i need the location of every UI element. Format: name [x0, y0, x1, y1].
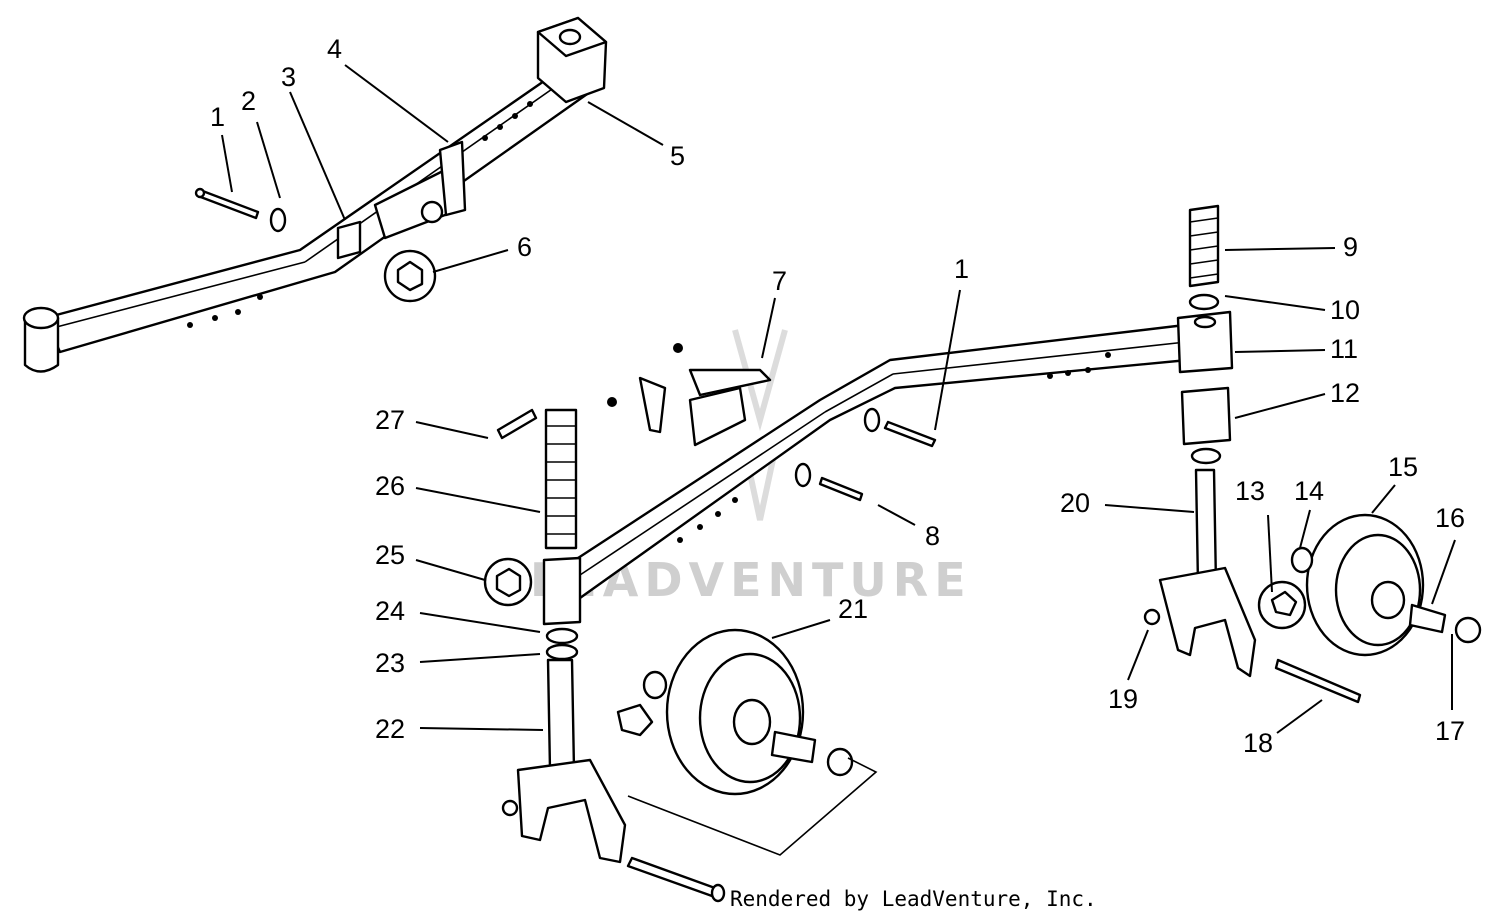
right-axle-bolt — [1274, 658, 1362, 704]
left-wheel — [665, 628, 805, 796]
callout-26: 26 — [375, 471, 405, 501]
callout-3: 3 — [281, 62, 296, 92]
callout-1-rear: 1 — [210, 102, 225, 132]
rear-axle-washer — [269, 207, 287, 233]
left-grease-fitting — [496, 408, 538, 440]
rear-axle-end-socket — [536, 16, 608, 104]
right-nut-detail — [1257, 580, 1307, 630]
front-axle-pin — [863, 407, 937, 448]
callout-21: 21 — [838, 594, 868, 624]
callout-24: 24 — [375, 596, 405, 626]
left-spindle — [501, 658, 627, 864]
callout-leaders — [221, 64, 1456, 734]
right-wheel — [1305, 513, 1425, 657]
callout-14: 14 — [1294, 476, 1324, 506]
callout-25: 25 — [375, 540, 405, 570]
rear-axle-bracket — [336, 140, 467, 260]
front-axle-bolt — [794, 462, 864, 502]
right-spring — [1188, 204, 1220, 288]
callout-22: 22 — [375, 714, 405, 744]
right-lower-washer — [1190, 447, 1222, 465]
callout-15: 15 — [1388, 452, 1418, 482]
callout-13: 13 — [1235, 476, 1265, 506]
callout-20: 20 — [1060, 488, 1090, 518]
callout-11: 11 — [1330, 334, 1358, 364]
right-pivot-block — [1176, 310, 1234, 374]
watermark-logo-icon — [732, 329, 788, 521]
right-spacer — [1290, 546, 1314, 574]
callout-4: 4 — [327, 34, 342, 64]
left-axle-bolt — [626, 856, 726, 903]
callout-6: 6 — [517, 232, 532, 262]
render-credit: Rendered by LeadVenture, Inc. — [730, 887, 1097, 911]
callout-10: 10 — [1330, 295, 1360, 325]
front-axle-bracket — [607, 343, 772, 447]
callout-16: 16 — [1435, 503, 1465, 533]
callout-19: 19 — [1108, 684, 1138, 714]
left-wheel-hub-bolt — [770, 730, 854, 777]
callout-5: 5 — [670, 141, 685, 171]
left-pivot-block — [542, 556, 582, 626]
left-spacer — [642, 670, 668, 700]
rear-axle-nut-detail — [383, 249, 437, 303]
callout-1-front: 1 — [954, 254, 969, 284]
left-spring — [544, 408, 578, 550]
left-nut-detail — [483, 557, 533, 607]
callout-17: 17 — [1435, 716, 1465, 746]
right-spindle — [1143, 468, 1257, 678]
right-wheel-hub-bolt — [1408, 603, 1482, 644]
callout-12: 12 — [1330, 378, 1360, 408]
callout-27: 27 — [375, 405, 405, 435]
callout-23: 23 — [375, 648, 405, 678]
callout-7: 7 — [772, 266, 787, 296]
left-washer — [545, 627, 579, 645]
callout-9: 9 — [1343, 232, 1358, 262]
rear-axle-pin — [194, 187, 260, 220]
callout-2: 2 — [241, 86, 256, 116]
left-nut-small — [616, 703, 654, 737]
right-bushing — [1180, 386, 1232, 446]
left-lower-washer — [545, 643, 579, 661]
callout-18: 18 — [1243, 728, 1273, 758]
rear-axle-end-pivot — [22, 306, 60, 373]
callout-8: 8 — [925, 521, 940, 551]
left-assembly-outline — [627, 757, 878, 856]
right-washer — [1188, 293, 1220, 311]
rear-axle-tube — [43, 68, 592, 354]
